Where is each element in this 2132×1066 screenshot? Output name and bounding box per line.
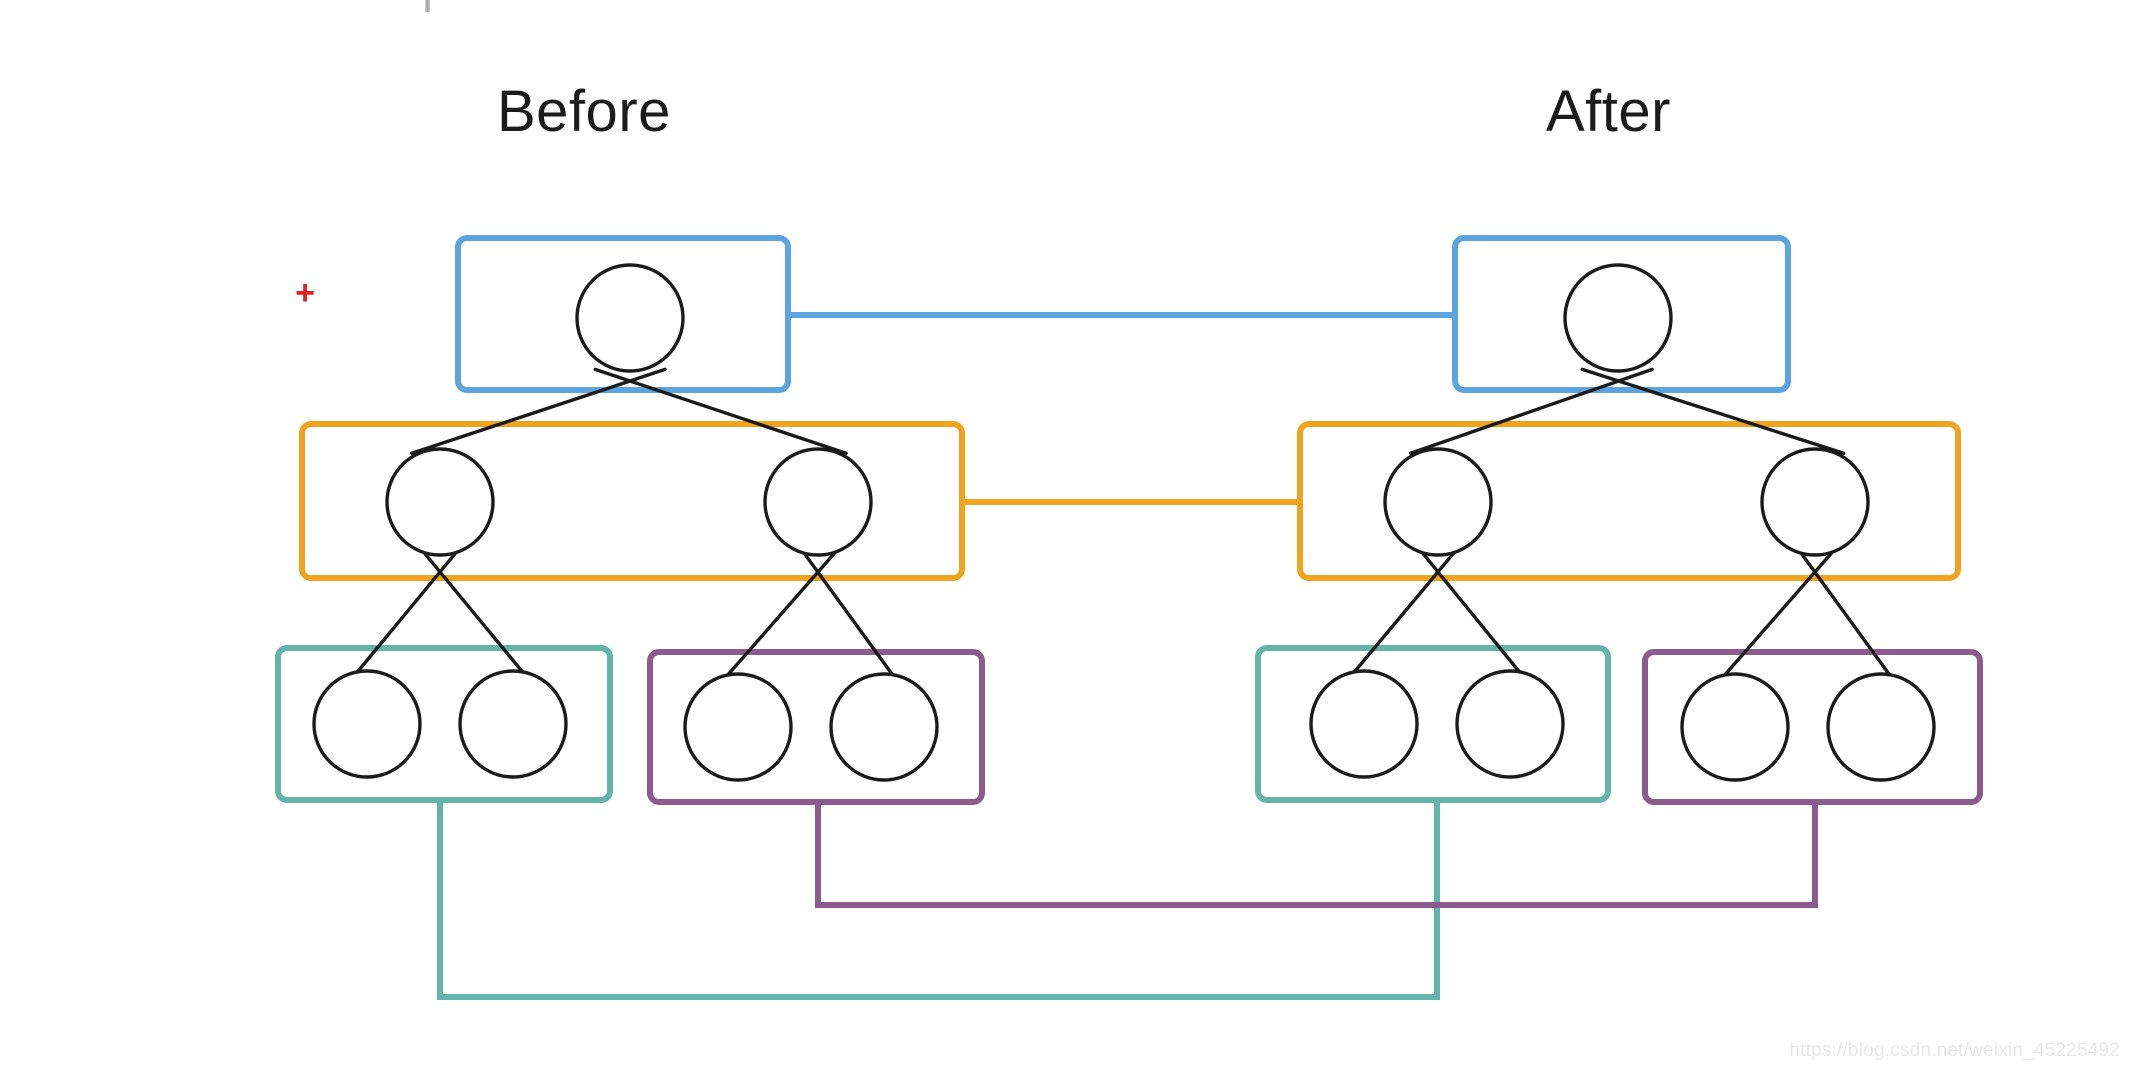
link-teal bbox=[437, 800, 1440, 1000]
scroll-artifact bbox=[425, 0, 430, 12]
tree-node-after-mid-box-1 bbox=[1760, 447, 1870, 557]
tree-node-after-mid-box-0 bbox=[1383, 447, 1493, 557]
tree-node-before-leaf-box-2-1 bbox=[829, 672, 939, 782]
after-leaf-box-1 bbox=[1255, 645, 1611, 803]
tree-node-before-leaf-box-1-0 bbox=[312, 669, 422, 779]
plus-marker-icon: + bbox=[295, 274, 315, 312]
tree-edges-layer bbox=[353, 367, 1894, 680]
tree-edge-after-10 bbox=[1720, 551, 1834, 680]
tree-node-after-leaf-box-2-0 bbox=[1680, 672, 1790, 782]
tree-edge-before-4 bbox=[723, 551, 837, 680]
tree-edge-after-11 bbox=[1799, 551, 1894, 680]
group-links-layer bbox=[437, 312, 1818, 1000]
before-leaf-box-1 bbox=[275, 645, 613, 803]
page-title-before: Before bbox=[497, 79, 671, 144]
tree-edge-after-6 bbox=[1408, 367, 1654, 455]
tree-edge-before-1 bbox=[593, 367, 848, 455]
tree-node-after-leaf-box-2-1 bbox=[1826, 672, 1936, 782]
after-leaf-box-2 bbox=[1642, 649, 1983, 805]
tree-node-before-mid-box-0 bbox=[385, 447, 495, 557]
tree-edge-before-2 bbox=[353, 551, 457, 677]
tree-node-before-leaf-box-2-0 bbox=[683, 672, 793, 782]
tree-edge-before-5 bbox=[802, 551, 897, 680]
tree-node-before-mid-box-1 bbox=[763, 447, 873, 557]
tree-node-before-leaf-box-1-1 bbox=[458, 669, 568, 779]
link-purple bbox=[815, 802, 1818, 908]
tree-node-before-root-box-0 bbox=[575, 263, 685, 373]
before-root-box bbox=[455, 235, 791, 393]
after-root-box bbox=[1452, 235, 1791, 393]
tree-edge-after-8 bbox=[1349, 551, 1456, 677]
tree-node-after-leaf-box-1-0 bbox=[1309, 669, 1419, 779]
page-title-after: After bbox=[1546, 79, 1671, 144]
tree-edge-before-3 bbox=[423, 551, 527, 677]
after-mid-box bbox=[1297, 421, 1961, 581]
tree-node-after-root-box-0 bbox=[1563, 263, 1673, 373]
watermark-text: https://blog.csdn.net/weixin_45225492 bbox=[1789, 1040, 2120, 1061]
tree-edge-after-7 bbox=[1580, 367, 1846, 455]
tree-nodes-layer bbox=[312, 263, 1936, 782]
tree-node-after-leaf-box-1-1 bbox=[1455, 669, 1565, 779]
before-leaf-box-2 bbox=[647, 649, 985, 805]
group-boxes-layer bbox=[275, 235, 1983, 805]
before-mid-box bbox=[299, 421, 965, 581]
tree-edge-after-9 bbox=[1421, 551, 1524, 677]
tree-edge-before-0 bbox=[410, 367, 667, 455]
